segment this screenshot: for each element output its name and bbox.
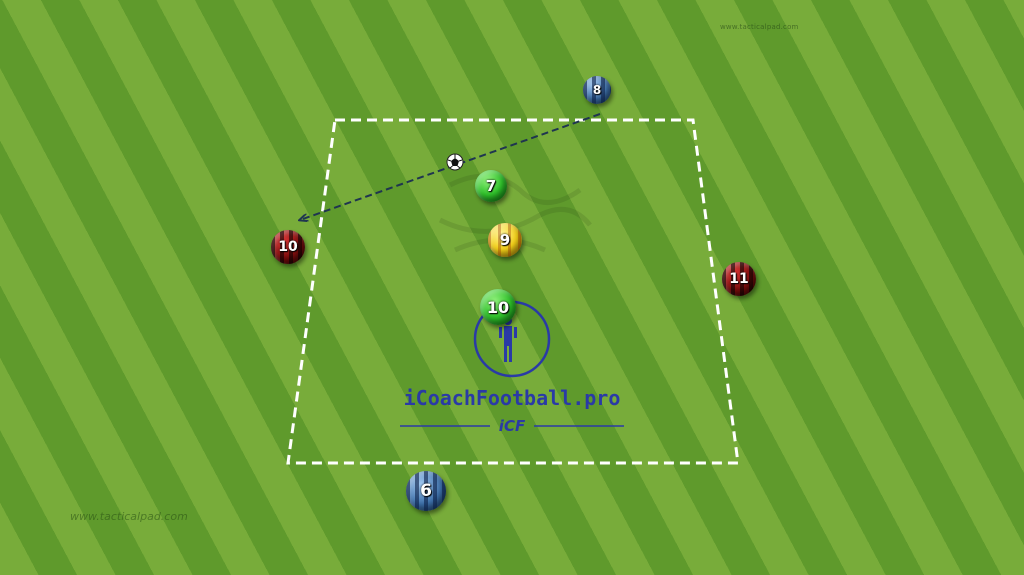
player-number: 6	[420, 481, 432, 501]
player-red-10[interactable]: 10	[271, 230, 305, 264]
player-blue-8[interactable]: 8	[583, 76, 611, 104]
player-green-10[interactable]: 10	[480, 289, 516, 325]
brand-name: iCoachFootball.pro	[403, 386, 621, 410]
player-number: 10	[278, 239, 298, 255]
player-number: 11	[729, 271, 749, 287]
player-number: 10	[486, 297, 510, 317]
player-number: 8	[592, 83, 602, 97]
player-number: 9	[499, 231, 511, 249]
player-yellow-9[interactable]: 9	[488, 223, 522, 257]
player-green-7[interactable]: 7	[475, 170, 507, 202]
player-number: 7	[485, 177, 497, 195]
watermark-bottom-left: www.tacticalpad.com	[70, 510, 188, 523]
player-blue-6[interactable]: 6	[406, 471, 446, 511]
soccer-ball-icon	[446, 153, 464, 171]
watermark-top-right: www.tacticalpad.com	[720, 23, 799, 31]
drill-area-boundary	[286, 118, 740, 465]
player-red-11[interactable]: 11	[722, 262, 756, 296]
brand-short: iCF	[498, 417, 526, 435]
